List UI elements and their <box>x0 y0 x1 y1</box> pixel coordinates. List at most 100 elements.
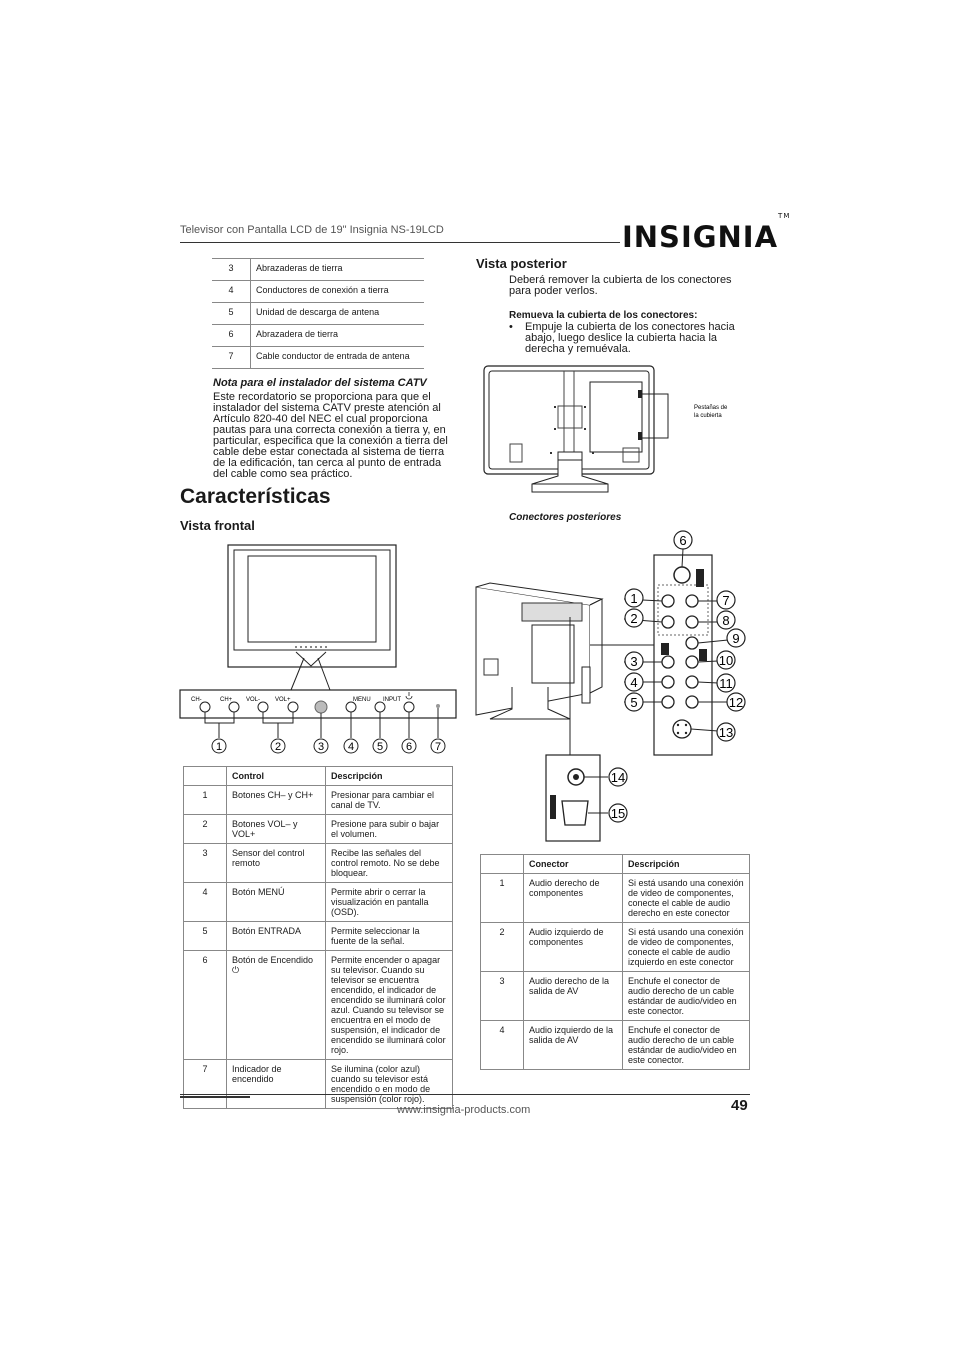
row-number: 7 <box>183 1059 227 1109</box>
row-description: Abrazadera de tierra <box>250 324 424 347</box>
rear-figure-caption: Conectores posteriores <box>509 512 622 523</box>
row-number: 1 <box>480 873 524 923</box>
row-control: Botones VOL– y VOL+ <box>226 814 326 844</box>
callout-rear-11: 11 <box>719 676 733 691</box>
power-led-icon <box>436 704 440 708</box>
callout-4: 4 <box>348 741 354 753</box>
row-description: Abrazaderas de tierra <box>250 258 424 281</box>
callout-rear-7: 7 <box>722 593 729 608</box>
row-description: Cable conductor de entrada de antena <box>250 346 424 369</box>
row-description: Permite seleccionar la fuente de la seña… <box>325 921 453 951</box>
control-name: Botón MENÚ <box>232 887 285 897</box>
row-description: Conductores de conexión a tierra <box>250 280 424 303</box>
remove-cover-title: Remueva la cubierta de los conectores: <box>509 310 698 321</box>
row-number: 6 <box>183 950 227 1060</box>
catv-note-title: Nota para el instalador del sistema CATV <box>213 377 427 389</box>
control-name: Botones VOL– y VOL+ <box>232 819 298 839</box>
brand-logo: INSIGNIATM <box>622 212 791 254</box>
callout-rear-8: 8 <box>722 613 729 628</box>
col-conn-description: Descripción <box>622 854 750 874</box>
callout-2: 2 <box>275 741 281 753</box>
callout-rear-3: 3 <box>630 654 637 669</box>
control-name: Botones CH– y CH+ <box>232 790 314 800</box>
row-control: Botón de Encendido⏻ <box>226 950 326 1060</box>
label-menu: MENU <box>353 697 371 703</box>
row-description: Recibe las señales del control remoto. N… <box>325 843 453 883</box>
callout-rear-4: 4 <box>630 675 637 690</box>
page-number: 49 <box>731 1097 748 1114</box>
callout-rear-14: 14 <box>611 770 625 785</box>
label-ch-plus: CH+ <box>220 697 233 703</box>
col-control: Control <box>226 766 326 786</box>
power-icon <box>405 692 413 700</box>
remote-sensor-icon <box>314 700 328 714</box>
running-header: Televisor con Pantalla LCD de 19" Insign… <box>180 224 444 236</box>
row-connector: Audio izquierdo de componentes <box>523 922 623 972</box>
label-vol-plus: VOL+ <box>275 697 291 703</box>
row-number: 3 <box>212 258 251 281</box>
label-input: INPUT <box>383 697 401 703</box>
callout-rear-12: 12 <box>729 695 743 710</box>
label-ch-minus: CH- <box>191 697 202 703</box>
callout-rear-13: 13 <box>719 725 733 740</box>
callout-3: 3 <box>318 741 324 753</box>
catv-note-body: Este recordatorio se proporciona para qu… <box>213 391 448 480</box>
row-number: 3 <box>480 971 524 1021</box>
row-description: Si está usando una conexión de video de … <box>622 922 750 972</box>
cover-tabs-label-line1: Pestañas de <box>694 405 728 411</box>
cover-tabs-label-line2: la cubierta <box>694 413 722 419</box>
callout-6: 6 <box>406 741 412 753</box>
row-description: Unidad de descarga de antena <box>250 302 424 325</box>
label-vol-minus: VOL- <box>246 697 260 703</box>
row-connector: Audio derecho de componentes <box>523 873 623 923</box>
callout-5: 5 <box>377 741 383 753</box>
front-view-diagram: CH- CH+ VOL- VOL+ MENU INPUT 1 2 3 4 5 6… <box>179 544 457 754</box>
row-number: 4 <box>212 280 251 303</box>
col-description: Descripción <box>325 766 453 786</box>
front-view-title: Vista frontal <box>180 518 255 533</box>
row-number: 2 <box>480 922 524 972</box>
control-name: Indicador de encendido <box>232 1064 282 1084</box>
row-number: 2 <box>183 814 227 844</box>
callout-rear-6: 6 <box>679 533 686 548</box>
row-control: Indicador de encendido <box>226 1059 326 1109</box>
row-control: Botón MENÚ <box>226 882 326 922</box>
row-description: Si está usando una conexión de video de … <box>622 873 750 923</box>
row-description: Permite encender o apagar su televisor. … <box>325 950 453 1060</box>
row-number: 4 <box>183 882 227 922</box>
remove-cover-step: •Empuje la cubierta de los conectores ha… <box>509 321 735 355</box>
rear-intro: Deberá remover la cubierta de los conect… <box>509 274 732 297</box>
footer-rule <box>180 1094 750 1095</box>
row-description: Se ilumina (color azul) cuando su televi… <box>325 1059 453 1109</box>
row-description: Enchufe el conector de audio derecho de … <box>622 1020 750 1070</box>
footer-url: www.insignia-products.com <box>397 1104 531 1116</box>
callout-rear-10: 10 <box>719 653 733 668</box>
row-number: 5 <box>212 302 251 325</box>
control-name: Sensor del control remoto <box>232 848 305 868</box>
callout-rear-5: 5 <box>630 695 637 710</box>
callout-7: 7 <box>435 741 441 753</box>
row-connector: Audio izquierdo de la salida de AV <box>523 1020 623 1070</box>
row-number: 4 <box>480 1020 524 1070</box>
power-icon: ⏻ <box>232 966 240 976</box>
rear-view-title: Vista posterior <box>476 256 567 271</box>
control-name: Botón de Encendido <box>232 955 314 965</box>
rear-view-diagram: Pestañas de la cubierta <box>483 365 728 493</box>
row-control: Botones CH– y CH+ <box>226 785 326 815</box>
